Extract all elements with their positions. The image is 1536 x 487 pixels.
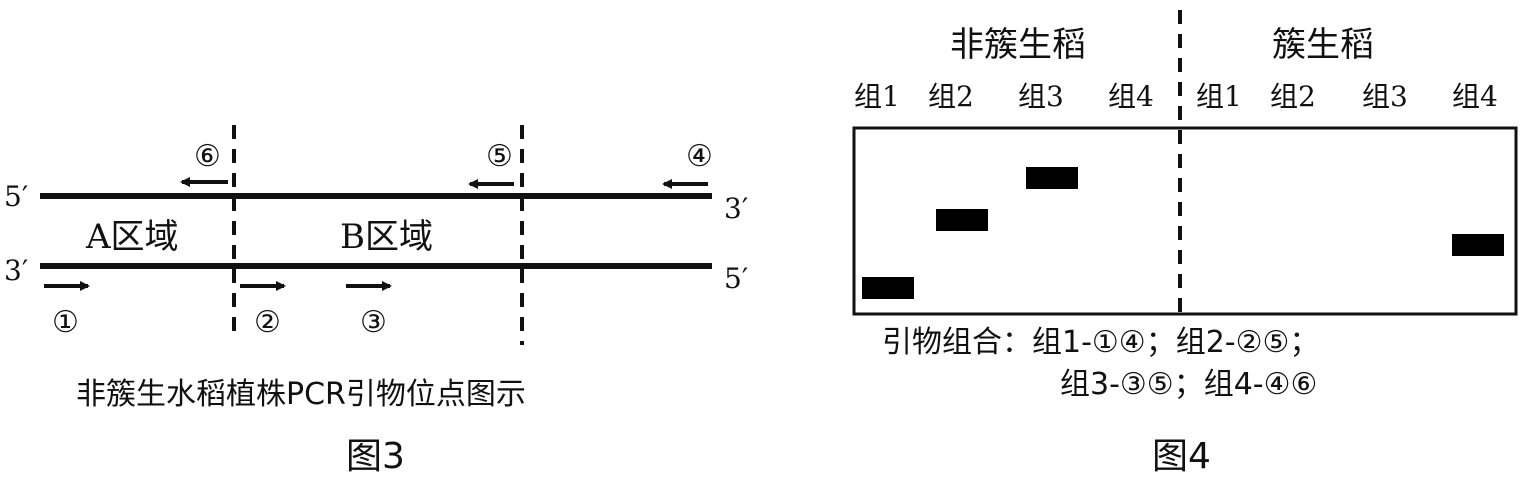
primer-label-3: ③ [360, 305, 387, 340]
header-cluster: 簇生稻 [1272, 25, 1374, 65]
lane-label-cluster-2: 组2 [1270, 80, 1316, 113]
primer-label-6: ⑥ [194, 139, 221, 174]
primer-label-1: ① [52, 305, 79, 340]
strand-top-left-end: 5′ [4, 180, 28, 213]
figure-4-title: 图4 [1152, 436, 1211, 477]
gel-band-non-cluster-2 [936, 209, 988, 231]
strand-bottom-right-end: 5′ [724, 262, 748, 295]
gel-band-non-cluster-3 [1026, 167, 1078, 189]
figure-3-title: 图3 [346, 436, 405, 477]
primer-combo-line-1: 引物组合：组1-①④；组2-②⑤； [882, 325, 1319, 360]
gel-band-cluster-4 [1452, 234, 1504, 256]
strand-bottom-left-end: 3′ [4, 254, 28, 287]
lane-label-non-cluster-3: 组3 [1018, 80, 1064, 113]
gel-frame [852, 126, 1518, 316]
lane-label-non-cluster-1: 组1 [854, 80, 900, 113]
primer-label-2: ② [254, 305, 281, 340]
figure-3: 5′ 3′ 3′ 5′ A区域 B区域 ① ② ③ ④ ⑤ ⑥ 非簇生水稻植株P… [4, 125, 748, 477]
lane-label-cluster-1: 组1 [1196, 80, 1242, 113]
gel-bands [862, 167, 1504, 299]
primer-combo-line-2: 组3-③⑤；组4-④⑥ [1060, 367, 1317, 402]
gel-band-non-cluster-1 [862, 277, 914, 299]
region-b-label: B区域 [340, 217, 433, 257]
figure-3-caption: 非簇生水稻植株PCR引物位点图示 [76, 377, 526, 412]
primer-label-4: ④ [686, 139, 713, 174]
lane-label-non-cluster-2: 组2 [928, 80, 974, 113]
strand-top-right-end: 3′ [724, 192, 748, 225]
region-a-label: A区域 [85, 217, 179, 257]
lane-label-cluster-3: 组3 [1362, 80, 1408, 113]
header-non-cluster: 非簇生稻 [950, 25, 1086, 65]
lane-label-non-cluster-4: 组4 [1108, 80, 1154, 113]
lane-label-cluster-4: 组4 [1452, 80, 1498, 113]
figure-4: 非簇生稻 簇生稻 组1 组2 组3 组4 组1 组2 组3 组4 引物组合：组1… [852, 10, 1518, 477]
primer-label-5: ⑤ [486, 139, 513, 174]
